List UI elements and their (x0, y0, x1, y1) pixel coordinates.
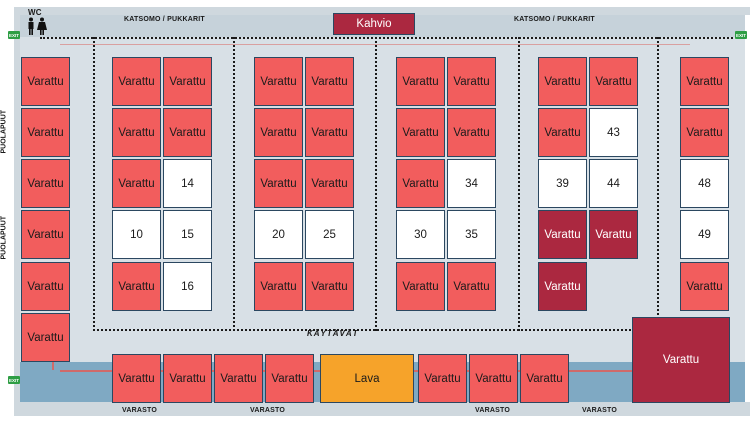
booth-reserved[interactable]: Varattu (305, 57, 354, 106)
booth-reserved[interactable]: Varattu (254, 57, 303, 106)
hall-wall-bottom (14, 402, 750, 416)
booth-reserved[interactable]: Varattu (214, 354, 263, 403)
booth-free-14[interactable]: 14 (163, 159, 212, 208)
booth-reserved[interactable]: Varattu (447, 108, 496, 157)
booth-reserved[interactable]: Varattu (680, 262, 729, 311)
booth-reserved[interactable]: Varattu (21, 108, 70, 157)
aisle-divider (375, 37, 377, 331)
booth-reserved[interactable]: Varattu (21, 313, 70, 362)
booth-reserved[interactable]: Varattu (305, 108, 354, 157)
booth-reserved[interactable]: Varattu (538, 262, 587, 311)
booth-reserved[interactable]: Varattu (418, 354, 467, 403)
booth-reserved[interactable]: Varattu (21, 159, 70, 208)
booth-reserved[interactable]: Varattu (396, 262, 445, 311)
stands-label-left: KATSOMO / PUKKARIT (124, 16, 205, 23)
corridors-label: KÄYTÄVÄT (307, 329, 359, 338)
aisle-divider (518, 37, 520, 331)
stage-area[interactable]: Lava (320, 354, 414, 403)
wc-label: WC (28, 8, 42, 17)
booth-free-10[interactable]: 10 (112, 210, 161, 259)
booth-reserved[interactable]: Varattu (396, 159, 445, 208)
booth-reserved[interactable]: Varattu (163, 57, 212, 106)
booth-reserved[interactable]: Varattu (396, 108, 445, 157)
booth-reserved[interactable]: Varattu (265, 354, 314, 403)
booth-reserved[interactable]: Varattu (112, 262, 161, 311)
booth-free-16[interactable]: 16 (163, 262, 212, 311)
booth-reserved[interactable]: Varattu (589, 57, 638, 106)
booth-free-15[interactable]: 15 (163, 210, 212, 259)
exit-sign-icon: EXIT (735, 31, 747, 39)
booth-reserved[interactable]: Varattu (396, 57, 445, 106)
booth-reserved[interactable]: Varattu (21, 210, 70, 259)
storage-label: VARASTO (122, 407, 157, 414)
booth-reserved[interactable]: Varattu (538, 210, 587, 259)
side-label-bottom: PUOLAPUUT (0, 215, 8, 260)
booth-free-35[interactable]: 35 (447, 210, 496, 259)
booth-reserved[interactable]: Varattu (163, 108, 212, 157)
exit-sign-icon: EXIT (8, 31, 20, 39)
storage-label: VARASTO (475, 407, 510, 414)
booth-reserved[interactable]: Varattu (632, 317, 730, 403)
stands-label-right: KATSOMO / PUKKARIT (514, 16, 595, 23)
booth-reserved[interactable]: Varattu (538, 108, 587, 157)
booth-free-44[interactable]: 44 (589, 159, 638, 208)
booth-reserved[interactable]: Varattu (447, 57, 496, 106)
booth-reserved[interactable]: Varattu (589, 210, 638, 259)
booth-reserved[interactable]: Varattu (680, 57, 729, 106)
booth-free-39[interactable]: 39 (538, 159, 587, 208)
booth-reserved[interactable]: Varattu (254, 159, 303, 208)
booth-free-34[interactable]: 34 (447, 159, 496, 208)
booth-reserved[interactable]: Varattu (680, 108, 729, 157)
side-label-top: PUOLAPUUT (0, 109, 8, 154)
hall-wall-top (14, 7, 750, 15)
booth-reserved[interactable]: Varattu (305, 262, 354, 311)
booth-reserved[interactable]: Varattu (112, 108, 161, 157)
booth-reserved[interactable]: Varattu (112, 354, 161, 403)
booth-reserved[interactable]: Varattu (254, 262, 303, 311)
booth-reserved[interactable]: Varattu (447, 262, 496, 311)
aisle-top (40, 37, 733, 39)
booth-reserved[interactable]: Varattu (163, 354, 212, 403)
cafe-booth[interactable]: Kahvio (333, 13, 415, 35)
booth-free-20[interactable]: 20 (254, 210, 303, 259)
booth-free-25[interactable]: 25 (305, 210, 354, 259)
hall-wall-left (14, 7, 20, 416)
booth-free-43[interactable]: 43 (589, 108, 638, 157)
booth-reserved[interactable]: Varattu (305, 159, 354, 208)
booth-reserved[interactable]: Varattu (112, 57, 161, 106)
booth-free-48[interactable]: 48 (680, 159, 729, 208)
exit-sign-icon: EXIT (8, 376, 20, 384)
booth-reserved[interactable]: Varattu (21, 57, 70, 106)
booth-free-30[interactable]: 30 (396, 210, 445, 259)
booth-reserved[interactable]: Varattu (21, 262, 70, 311)
storage-label: VARASTO (582, 407, 617, 414)
storage-label: VARASTO (250, 407, 285, 414)
booth-reserved[interactable]: Varattu (469, 354, 518, 403)
booth-reserved[interactable]: Varattu (254, 108, 303, 157)
wc-people-icon (28, 17, 47, 35)
booth-reserved[interactable]: Varattu (112, 159, 161, 208)
booth-reserved[interactable]: Varattu (520, 354, 569, 403)
aisle-divider (233, 37, 235, 331)
booth-reserved[interactable]: Varattu (538, 57, 587, 106)
booth-free-49[interactable]: 49 (680, 210, 729, 259)
